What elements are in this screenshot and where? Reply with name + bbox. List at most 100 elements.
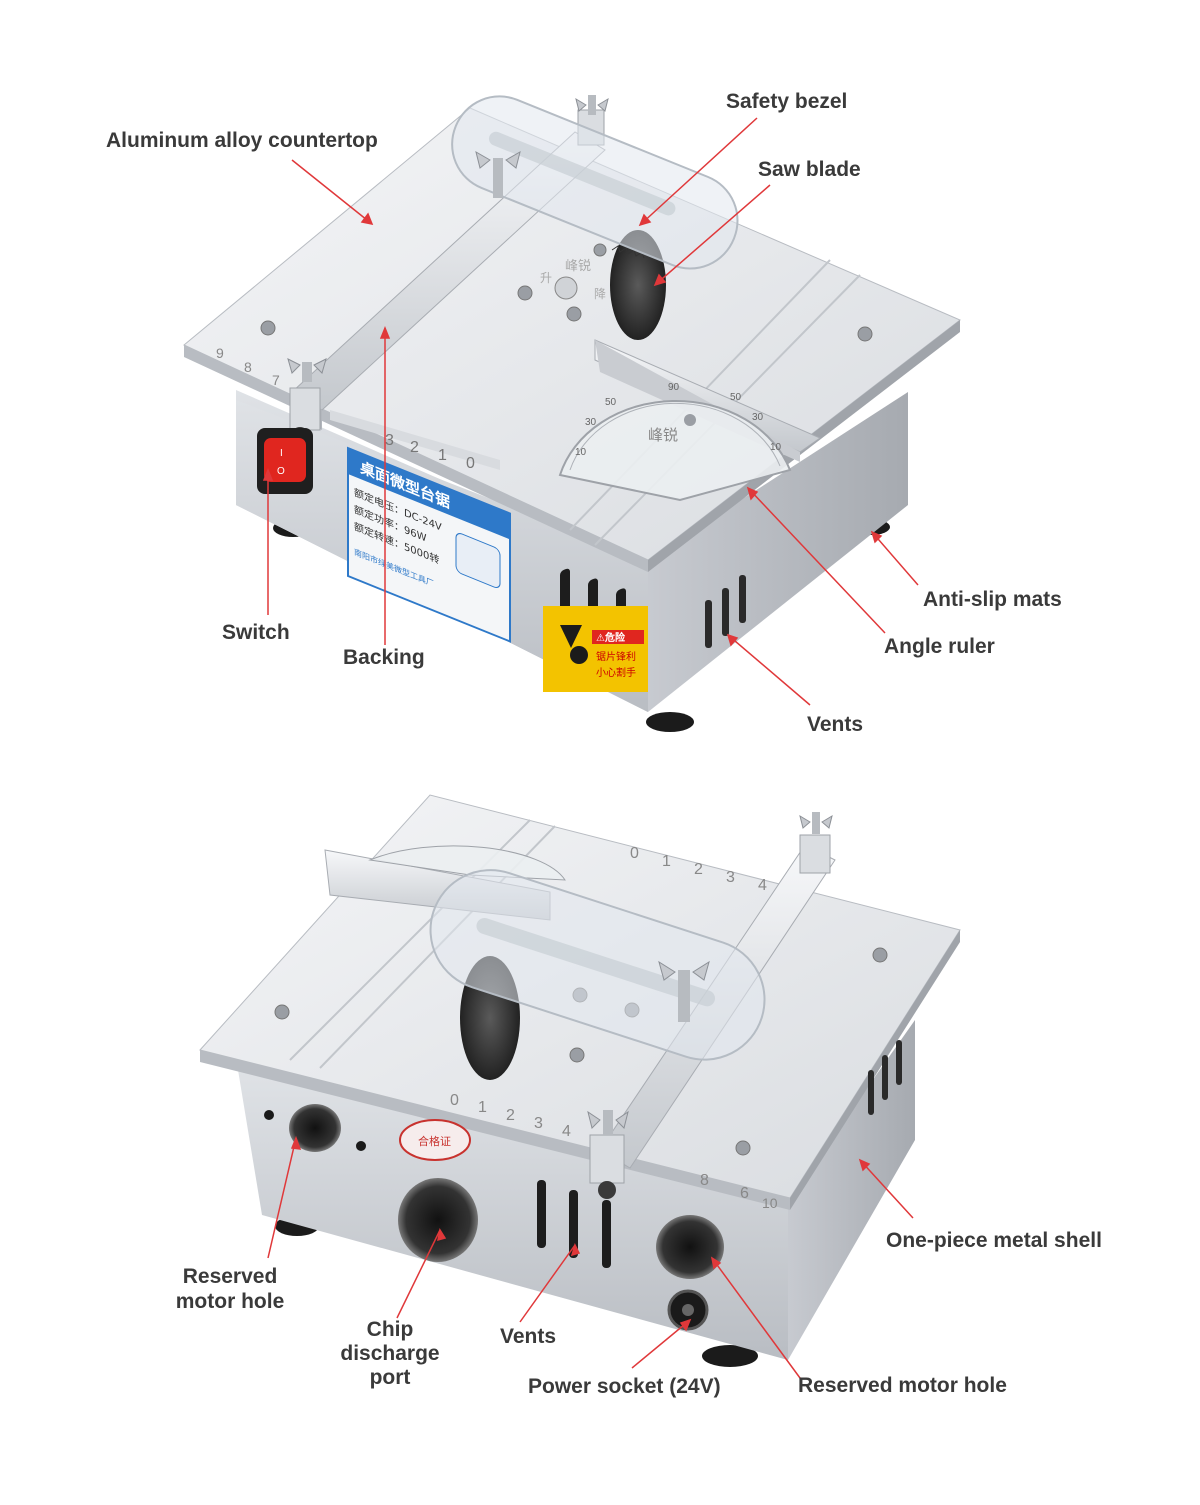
table-front-edge <box>200 1050 790 1210</box>
reserved-motor-hole-right <box>656 1215 724 1279</box>
label-vents-top: Vents <box>807 713 864 736</box>
wing-nut <box>287 358 327 382</box>
ruler-mark: 9 <box>216 345 224 361</box>
ruler-mark: 4 <box>562 1123 571 1140</box>
label-safety-bezel: Safety bezel <box>726 90 848 113</box>
ruler-mark: 2 <box>694 861 703 878</box>
callout-line-anti-slip <box>871 531 919 586</box>
label-chip-1: Chip <box>366 1318 414 1341</box>
ruler-mark: 1 <box>438 447 447 464</box>
front-ruler <box>330 410 500 470</box>
warning-line: 小心割手 <box>596 666 636 679</box>
angle-mark: 50 <box>730 392 742 403</box>
mount-hole <box>264 1110 274 1120</box>
ruler-mark: 4 <box>758 877 767 894</box>
saw-rear-view: 0 1 2 3 4 0 1 2 3 4 6 8 10 <box>199 794 961 1367</box>
angle-mark: 50 <box>605 397 617 408</box>
ruler-mark: 3 <box>534 1115 543 1132</box>
wing-nut <box>799 812 833 834</box>
callout-line-safety-bezel <box>639 117 758 226</box>
callout-line-reserved-right <box>711 1257 801 1379</box>
svg-text:O: O <box>277 466 285 477</box>
callout-line-saw-blade <box>654 184 771 286</box>
angle-mark: 10 <box>575 447 587 458</box>
callout-line-power <box>631 1319 691 1369</box>
callout-line-angle-ruler <box>747 487 886 634</box>
screw <box>593 243 607 257</box>
vent-slot <box>602 1200 611 1268</box>
label-reserved-left-1: Reserved <box>182 1265 278 1288</box>
fence-clamp <box>799 834 831 874</box>
right-side-face <box>788 1020 915 1360</box>
angle-mark: 30 <box>585 417 597 428</box>
ruler-mark: 10 <box>762 1195 778 1211</box>
saw-top-view: 3 2 1 0 9 8 7 峰锐 升 降 <box>183 95 961 732</box>
vent-slot <box>868 1070 874 1115</box>
label-chip-3: port <box>369 1366 411 1389</box>
table-logo: 峰锐 <box>565 259 591 274</box>
ruler-mark: 2 <box>410 439 419 456</box>
right-side-face <box>648 392 908 712</box>
angle-ruler <box>558 399 792 502</box>
vent-slot <box>882 1055 888 1100</box>
bezel-slot <box>488 131 676 216</box>
screw <box>517 285 533 301</box>
vent-slot <box>705 600 712 648</box>
label-reserved-left-2: motor hole <box>175 1290 285 1313</box>
angle-mark: 30 <box>752 412 764 423</box>
front-ruler-marks: 0 1 2 3 4 <box>450 1092 571 1140</box>
callout-line-reserved-left <box>267 1137 297 1259</box>
bezel-slot <box>476 918 716 1007</box>
callout-lines <box>262 117 919 1379</box>
cert-text: 合格证 <box>418 1134 451 1148</box>
vent-slot <box>896 1040 902 1085</box>
bezel-wing-nut <box>658 960 710 1022</box>
warning-badge: ⚠危险 <box>596 631 626 644</box>
label-backing: Backing <box>343 646 425 669</box>
label-vents-bottom: Vents <box>500 1325 557 1348</box>
angle-mark: 10 <box>770 442 782 453</box>
front-ruler-marks: 3 2 1 0 <box>385 432 475 472</box>
angle-marks: 10 30 50 90 50 30 10 <box>575 382 782 458</box>
ruler-mark: 3 <box>726 869 735 886</box>
screw <box>569 1047 585 1063</box>
wing-nut <box>575 95 609 115</box>
label-metal-shell: One-piece metal shell <box>886 1229 1102 1252</box>
bezel-wing-nut <box>475 150 521 198</box>
table-text: 降 <box>594 287 606 301</box>
screw <box>872 947 888 963</box>
certificate-sticker: 合格证 <box>399 1119 471 1161</box>
protractor-logo: 峰锐 <box>648 426 678 444</box>
warning-line: 锯片锋利 <box>596 650 636 663</box>
screw <box>260 320 276 336</box>
ruler-mark: 3 <box>385 432 394 449</box>
vent-slot <box>569 1190 578 1258</box>
fence-clamp-left <box>289 387 321 431</box>
label-power-socket: Power socket (24V) <box>528 1375 721 1398</box>
ruler-mark: 6 <box>740 1185 749 1202</box>
label-reserved-right: Reserved motor hole <box>798 1374 1007 1397</box>
mount-hole <box>356 1141 366 1151</box>
warning-sticker: ⚠危险 锯片锋利 小心割手 <box>543 606 648 692</box>
reserved-motor-hole-left <box>289 1104 341 1152</box>
screw <box>274 1004 290 1020</box>
screw <box>857 326 873 342</box>
ruler-mark: 2 <box>506 1107 515 1124</box>
ruler-mark: 0 <box>466 455 475 472</box>
callout-line-chip-port <box>396 1229 441 1319</box>
label-switch: Switch <box>222 621 290 644</box>
power-switch[interactable] <box>264 438 306 482</box>
label-countertop: Aluminum alloy countertop <box>106 129 378 152</box>
nameplate: 桌面微型台锯 额定电压：DC-24V 额定功率：96W 额定转速：5000转 南… <box>347 446 511 643</box>
table-text: 升 <box>540 271 552 285</box>
side-ruler-marks: 6 8 10 <box>700 1172 778 1211</box>
ruler-mark: 1 <box>662 853 671 870</box>
screw <box>735 1140 751 1156</box>
callout-line-vents-bottom <box>519 1244 576 1323</box>
ruler-mark: 0 <box>450 1092 459 1109</box>
ruler-mark: 8 <box>700 1172 709 1189</box>
label-chip-2: discharge <box>340 1342 440 1365</box>
callout-line-metal-shell <box>859 1159 914 1219</box>
vent-slot <box>537 1180 546 1248</box>
